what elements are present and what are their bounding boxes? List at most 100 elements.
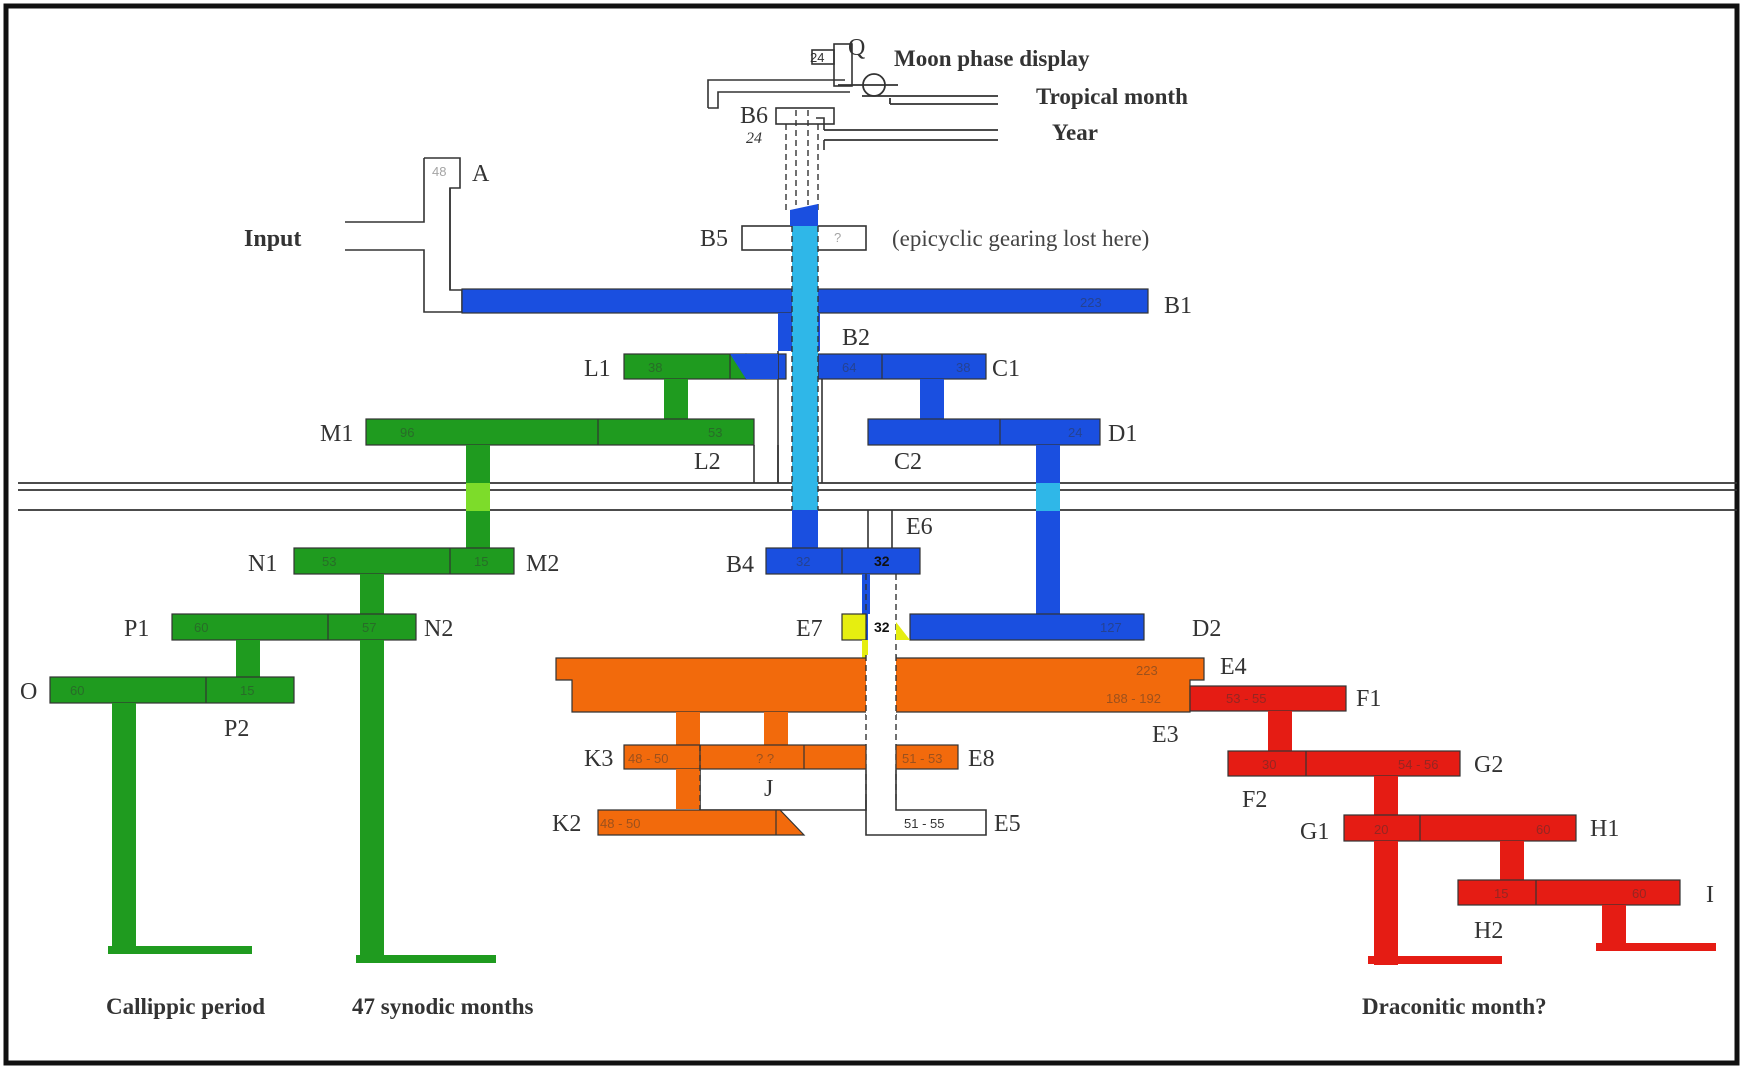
gear-c1 [817,353,987,380]
gear-b6 [775,107,835,125]
top-display-outlines [707,43,998,210]
gear-o-p2 [49,676,295,704]
n-arbor [360,574,384,614]
teeth-f2: 30 [1262,757,1276,772]
teeth-n1: 53 [322,554,336,569]
gear-f2-g2 [1227,750,1461,777]
e7-arbor-l [862,640,868,660]
label-e4: E4 [1220,654,1247,680]
label-b4: B4 [726,552,754,578]
yellow-gear-e7 [841,613,910,660]
teeth-k3: 48 - 50 [628,751,668,766]
e6-blue-collar-l [862,574,868,640]
i-arbor [1602,905,1626,947]
teeth-i: 60 [1632,886,1646,901]
caption-epicyclic-note: (epicyclic gearing lost here) [892,226,1149,251]
teeth-p1: 60 [194,620,208,635]
teeth-j: ? ? [756,751,774,766]
teeth-f1: 53 - 55 [1226,691,1266,706]
label-p1: P1 [124,616,149,642]
l1-blue-wedge [730,354,778,379]
gear-h2-i [1457,879,1681,906]
teeth-e7: 32 [874,619,890,635]
label-m2: M2 [526,551,559,577]
k-arbor-a [676,712,700,746]
l2-tube [753,445,779,483]
orange-gear-train [555,655,1205,836]
label-c1: C1 [992,356,1020,382]
caption-draconitic: Draconitic month? [1362,994,1547,1019]
teeth-m1: 96 [400,425,414,440]
teeth-o: 60 [70,683,84,698]
gear-k3 [623,744,867,770]
g1-arbor-long [1374,841,1398,965]
c-arbor [920,379,944,419]
green-gear-train [49,353,779,963]
teeth-b1: 223 [1080,295,1102,310]
f-arbor [1268,711,1292,751]
teeth-b5: ? [834,230,841,245]
label-m1: M1 [320,421,353,447]
teeth-l2: 53 [708,425,722,440]
diagram-frame [3,3,1740,1066]
gear-g1-h1 [1343,814,1577,842]
teeth-d2: 127 [1100,620,1122,635]
teeth-counts: 24 24 48 ? 223 38 64 38 96 53 24 53 15 3… [70,50,1646,901]
teeth-g2: 54 - 56 [1398,757,1438,772]
caption-year: Year [1052,120,1098,145]
o-pointer [108,946,252,954]
j-outline [699,770,867,811]
label-q: Q [848,35,865,61]
label-e7: E7 [796,616,823,642]
gear-e8 [895,744,959,770]
d-arbor-bearing [1036,483,1060,511]
m-arbor-bearing [466,483,490,511]
captions: Moon phase display Tropical month Year I… [106,46,1547,1019]
teeth-a: 48 [432,164,446,179]
gear-f1 [1189,685,1347,712]
label-h1: H1 [1590,816,1619,842]
o-arbor [112,703,136,949]
teeth-h1: 60 [1536,822,1550,837]
teeth-c1: 38 [956,360,970,375]
b5-blue-wedge [790,204,818,226]
label-f2: F2 [1242,787,1267,813]
central-arbor [792,226,818,510]
e4-gap-dashes [865,655,897,715]
teeth-g1: 20 [1374,822,1388,837]
n2-arbor [360,640,384,958]
h-arbor [1500,841,1524,881]
red-gear-train [1189,685,1716,965]
teeth-e3: 188 - 192 [1106,691,1161,706]
teeth-l1: 38 [648,360,662,375]
label-d1: D1 [1108,421,1137,447]
gear-d1 [867,418,1101,446]
teeth-b6: 24 [746,130,762,147]
teeth-e5: 51 - 55 [904,816,944,831]
g1-pointer [1368,956,1502,964]
label-l1: L1 [584,356,611,382]
label-j: J [764,776,773,802]
light-blue-arbor [791,226,819,510]
gear-d2 [909,613,1145,641]
label-l2: L2 [694,449,721,475]
label-f1: F1 [1356,686,1381,712]
gear-l1 [623,353,747,380]
label-e6: E6 [906,514,933,540]
caption-synodic: 47 synodic months [352,994,534,1019]
teeth-b2: 64 [842,360,856,375]
p-arbor [236,640,260,678]
label-n2: N2 [424,616,453,642]
central-arbor-dashes [791,226,819,510]
label-d2: D2 [1192,616,1221,642]
label-b2: B2 [842,325,870,351]
teeth-q: 24 [810,50,824,65]
k2-arbor [676,769,700,809]
gear-q [833,43,853,87]
label-e3: E3 [1152,722,1179,748]
label-b5: B5 [700,226,728,252]
gear-a-group [345,157,463,313]
label-g1: G1 [1300,819,1329,845]
caption-tropical-month: Tropical month [1036,84,1188,109]
